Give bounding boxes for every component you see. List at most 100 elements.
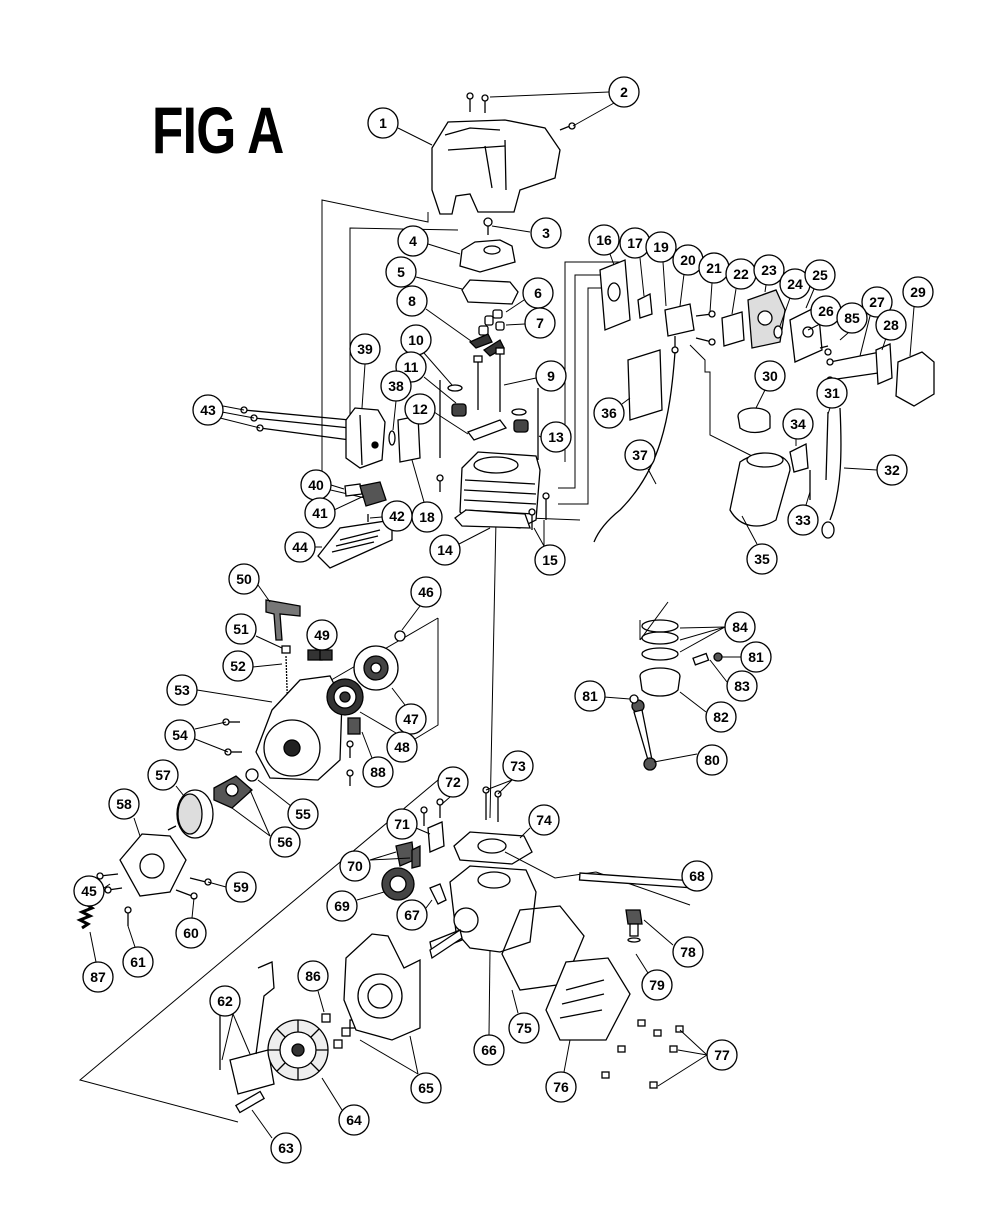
callout-number: 24 [787,276,803,292]
callout-55: 55 [287,798,319,830]
callout-13: 13 [540,421,572,453]
leader-line [255,635,283,649]
callout-circle [306,619,338,651]
callout-number: 77 [714,1047,730,1063]
callout-circle [540,421,572,453]
callout-63: 63 [270,1132,302,1164]
callout-number: 36 [601,405,617,421]
callout-number: 70 [347,858,363,874]
leader-line [321,1077,343,1111]
leader-line [409,1035,419,1075]
callout-number: 34 [790,416,806,432]
leader-line [359,1039,419,1075]
leader-line [503,377,537,386]
callout-25: 25 [804,259,836,291]
muffler-bolts [240,406,351,441]
callout-47: 47 [395,703,427,735]
callout-circle [82,961,114,993]
callout-number: 16 [596,232,612,248]
leader-line [621,397,631,405]
leader-line [401,605,421,631]
muffler-gasket [388,430,396,446]
callout-12: 12 [404,393,436,425]
callout-circle [164,719,196,751]
piston-clip-right [713,652,723,662]
leader-line [709,659,728,683]
callout-circle [404,393,436,425]
output-shaft [429,928,463,960]
leader-line [489,91,610,98]
leader-line [572,102,615,127]
callout-number: 35 [754,551,770,567]
callout-number: 28 [883,317,899,333]
callout-79: 79 [641,969,673,1001]
callout-number: 48 [394,739,410,755]
callout-circle [645,231,677,263]
callout-74: 74 [528,804,560,836]
leader-line [369,851,397,861]
leader-line [643,919,674,946]
callout-number: 1 [379,115,387,131]
leader-line [127,925,136,948]
cylinder-bolts [436,474,550,530]
leader-line [251,1109,273,1139]
callout-64: 64 [338,1104,370,1136]
callout-49: 49 [306,619,338,651]
callout-circle [624,439,656,471]
callout-15: 15 [534,544,566,576]
callout-circle [696,744,728,776]
leader-line [657,1054,708,1087]
callout-53: 53 [166,674,198,706]
callout-circle [108,788,140,820]
callout-27: 27 [861,286,893,318]
piston-pin [692,652,710,666]
leader-line [859,315,871,357]
callout-81: 81 [740,641,772,673]
callout-number: 47 [403,711,419,727]
callout-circle [534,544,566,576]
callout-circle [147,759,179,791]
leader-line [511,989,519,1014]
cylinder [454,451,541,529]
callout-number: 8 [408,293,416,309]
leader-line [563,1039,571,1073]
callout-number: 30 [762,368,778,384]
leader-line [635,953,649,974]
callout-circle [380,370,412,402]
leader-line [194,738,229,753]
callout-21: 21 [698,252,730,284]
leader-line [679,626,726,629]
cam-lever [429,883,447,905]
leader-line [709,282,713,313]
callout-circle [574,680,606,712]
callout-circle [339,850,371,882]
leader-line [317,990,325,1013]
leader-lines [89,91,915,1139]
callout-68: 68 [681,860,713,892]
leader-line [330,484,345,490]
base-gasket-bore [477,838,507,854]
callout-10: 10 [400,324,432,356]
fuel-tank [729,452,791,527]
callout-circle [270,1132,302,1164]
cover-screws-small [601,1019,684,1089]
callout-number: 56 [277,834,293,850]
muffler-guard [317,519,393,569]
callout-circle [386,808,418,840]
callout-51: 51 [225,613,257,645]
leader-line [423,376,457,404]
callout-circle [396,285,428,317]
callout-number: 83 [734,678,750,694]
callout-circle [705,701,737,733]
callout-number: 42 [389,508,405,524]
callout-81: 81 [574,680,606,712]
callout-circle [284,531,316,563]
callout-circle [754,360,786,392]
head-cover-boss [483,245,501,255]
callout-14: 14 [429,534,461,566]
callout-45: 45 [73,875,105,907]
callout-1: 1 [367,107,399,139]
callout-circle [530,217,562,249]
leader-line [779,297,791,327]
